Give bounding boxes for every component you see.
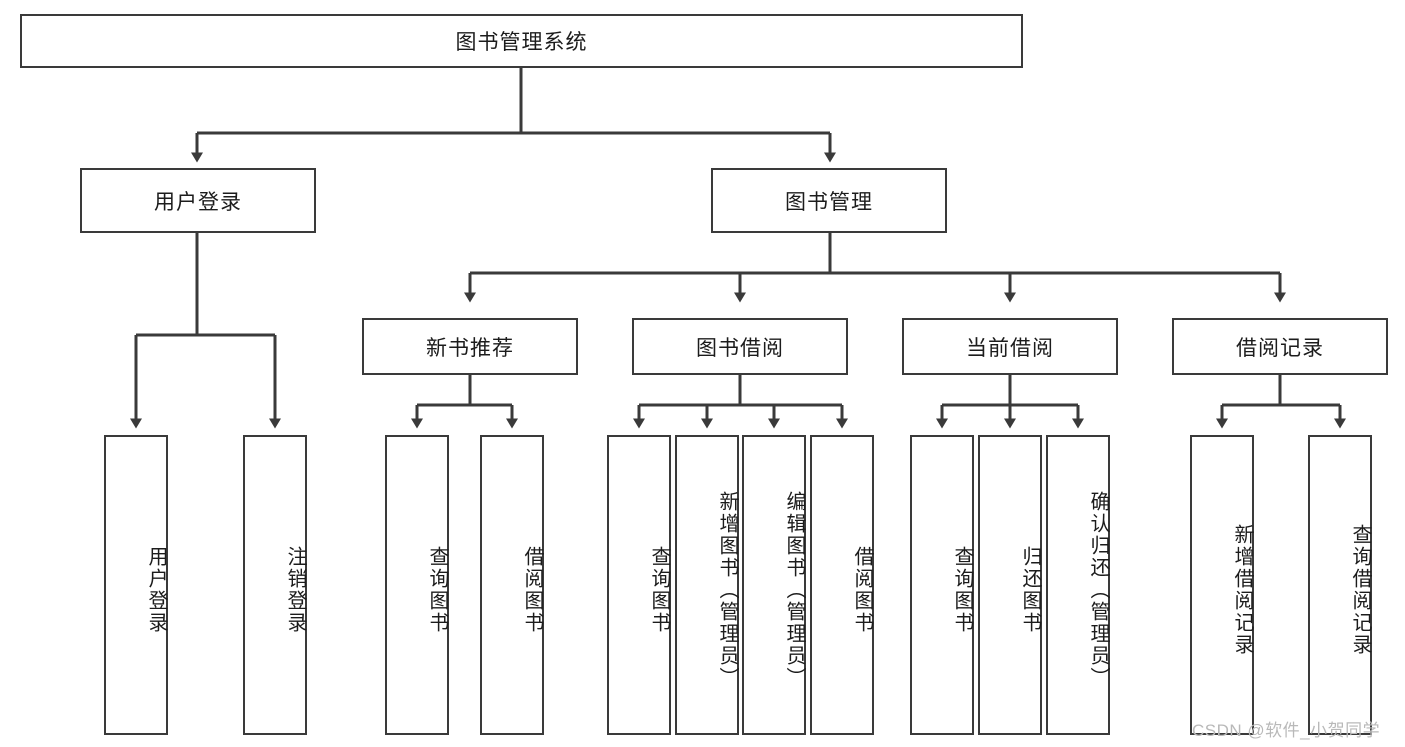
leaf-return-book[interactable]: 归还图书: [978, 435, 1042, 735]
node-new-book-recommend[interactable]: 新书推荐: [362, 318, 578, 375]
leaf-query-book-recommend[interactable]: 查询图书: [385, 435, 449, 735]
node-book-management[interactable]: 图书管理: [711, 168, 947, 233]
node-label: 查询图书: [426, 546, 448, 634]
node-label: 用户登录: [154, 190, 242, 214]
leaf-borrow-book[interactable]: 借阅图书: [810, 435, 874, 735]
node-label: 查询图书: [648, 546, 670, 634]
node-label: 图书借阅: [696, 336, 784, 360]
node-label: 图书管理系统: [455, 31, 588, 54]
node-label: 借阅记录: [1236, 336, 1324, 360]
node-label: 新书推荐: [426, 336, 514, 360]
node-root-system[interactable]: 图书管理系统: [20, 14, 1023, 68]
node-label: 新增借阅记录: [1231, 524, 1253, 656]
leaf-query-book-current[interactable]: 查询图书: [910, 435, 974, 735]
node-user-login[interactable]: 用户登录: [80, 168, 316, 233]
leaf-add-borrow-record[interactable]: 新增借阅记录: [1190, 435, 1254, 735]
node-book-borrow[interactable]: 图书借阅: [632, 318, 848, 375]
node-borrow-record[interactable]: 借阅记录: [1172, 318, 1388, 375]
leaf-user-logout[interactable]: 注销登录: [243, 435, 307, 735]
node-label: 借阅图书: [521, 546, 543, 634]
node-label: 当前借阅: [966, 336, 1054, 360]
node-label: 编辑图书（管理员）: [783, 491, 805, 689]
leaf-query-borrow-record[interactable]: 查询借阅记录: [1308, 435, 1372, 735]
watermark: CSDN @软件_小贺同学: [1192, 721, 1381, 740]
node-label: 新增图书（管理员）: [716, 491, 738, 689]
node-label: 图书管理: [785, 190, 873, 214]
node-label: 确认归还（管理员）: [1087, 491, 1109, 689]
leaf-add-book-admin[interactable]: 新增图书（管理员）: [675, 435, 739, 735]
node-label: 查询图书: [951, 546, 973, 634]
leaf-edit-book-admin[interactable]: 编辑图书（管理员）: [742, 435, 806, 735]
node-label: 查询借阅记录: [1349, 524, 1371, 656]
node-label: 归还图书: [1019, 546, 1041, 634]
node-label: 用户登录: [145, 546, 167, 634]
leaf-borrow-book-recommend[interactable]: 借阅图书: [480, 435, 544, 735]
leaf-confirm-return-admin[interactable]: 确认归还（管理员）: [1046, 435, 1110, 735]
node-label: 借阅图书: [851, 546, 873, 634]
leaf-query-book-borrow[interactable]: 查询图书: [607, 435, 671, 735]
node-label: 注销登录: [284, 546, 306, 634]
node-current-borrow[interactable]: 当前借阅: [902, 318, 1118, 375]
leaf-user-login[interactable]: 用户登录: [104, 435, 168, 735]
